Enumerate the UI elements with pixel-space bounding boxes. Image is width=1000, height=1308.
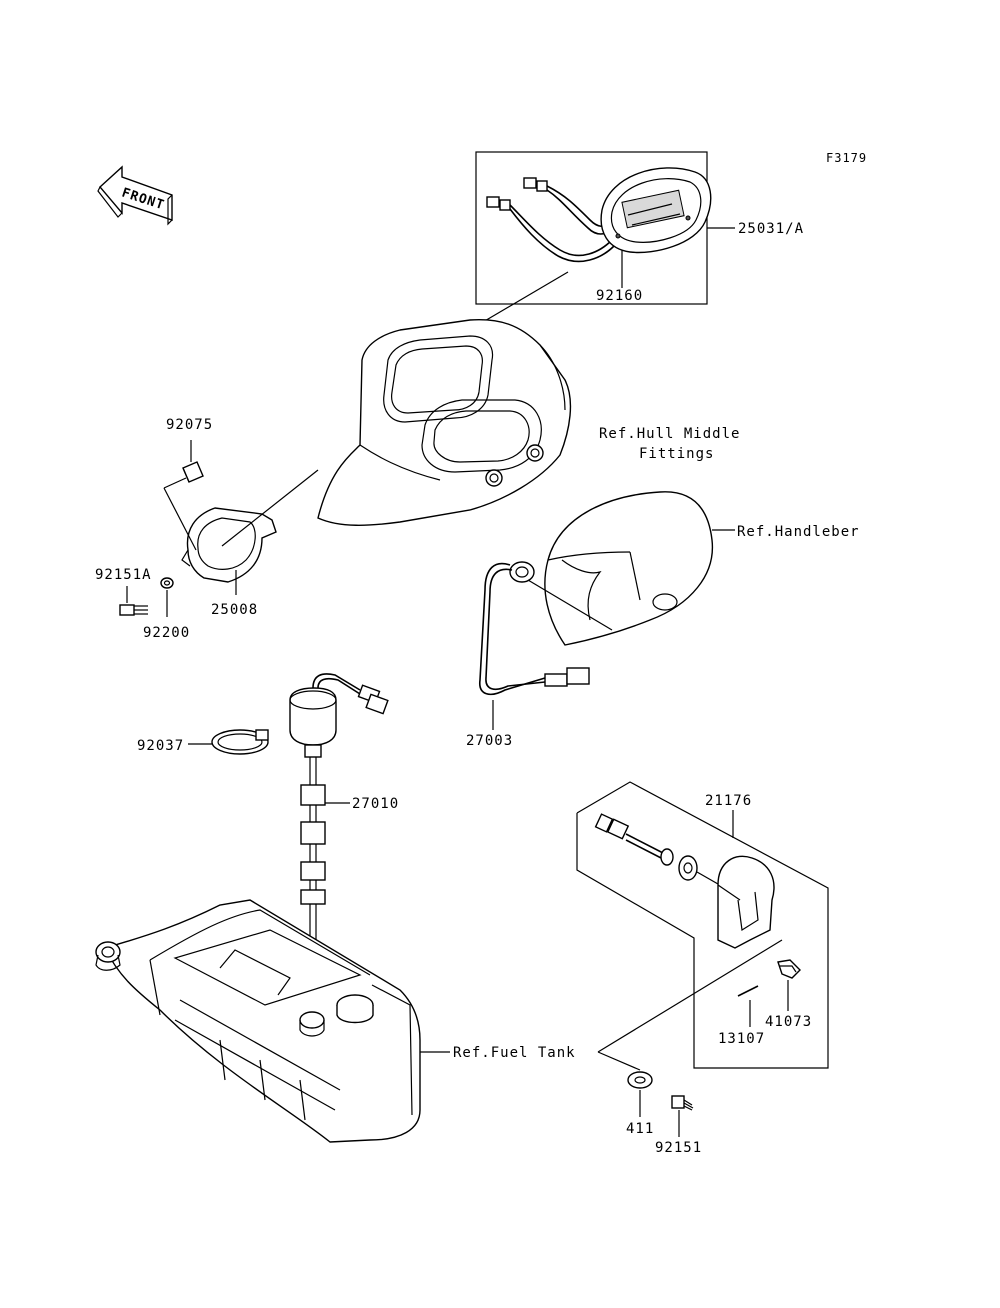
- part-92151a-bolt[interactable]: [119, 604, 148, 616]
- ref-fuel-tank: Ref.Fuel Tank: [453, 1045, 576, 1061]
- part-13107-pin[interactable]: [737, 985, 759, 997]
- part-label-411[interactable]: 411: [626, 1121, 655, 1137]
- part-label-92151a[interactable]: 92151A: [95, 567, 152, 583]
- part-label-92037[interactable]: 92037: [137, 738, 185, 754]
- part-label-27003[interactable]: 27003: [466, 733, 514, 749]
- part-25008-bracket[interactable]: [163, 477, 277, 583]
- figure-code: F3179: [826, 151, 868, 165]
- ref-hull-middle-line1: Ref.Hull Middle: [599, 426, 741, 442]
- part-27010-sender[interactable]: [289, 673, 389, 1010]
- part-label-25008[interactable]: 25008: [211, 602, 259, 618]
- ref-hull-middle-line2: Fittings: [639, 446, 715, 462]
- part-27003-switch[interactable]: [479, 561, 613, 696]
- part-411-washer[interactable]: [627, 1071, 653, 1089]
- part-92151-bolt[interactable]: [671, 1095, 694, 1111]
- part-label-13107[interactable]: 13107: [718, 1031, 766, 1047]
- part-label-27010[interactable]: 27010: [352, 796, 400, 812]
- part-92037-clamp[interactable]: [211, 729, 269, 755]
- handlebar-housing: [544, 491, 714, 646]
- fuel-tank: [95, 899, 421, 1143]
- part-label-92151[interactable]: 92151: [655, 1140, 703, 1156]
- part-92075-pad[interactable]: [182, 461, 204, 483]
- part-41073-clip[interactable]: [777, 959, 801, 979]
- part-label-25031a[interactable]: 25031/A: [738, 221, 805, 237]
- part-92200-washer[interactable]: [160, 577, 174, 589]
- part-label-41073[interactable]: 41073: [765, 1014, 813, 1030]
- front-arrow-icon: FRONT: [97, 165, 173, 226]
- ref-handlebar: Ref.Handleber: [737, 524, 860, 540]
- meter-assembly[interactable]: [475, 151, 712, 305]
- hull-middle-housing: [317, 318, 572, 526]
- part-label-21176[interactable]: 21176: [705, 793, 753, 809]
- part-label-92200[interactable]: 92200: [143, 625, 191, 641]
- part-label-92075[interactable]: 92075: [166, 417, 214, 433]
- part-label-92160[interactable]: 92160: [596, 288, 644, 304]
- part-21176-assembly[interactable]: [576, 781, 829, 1069]
